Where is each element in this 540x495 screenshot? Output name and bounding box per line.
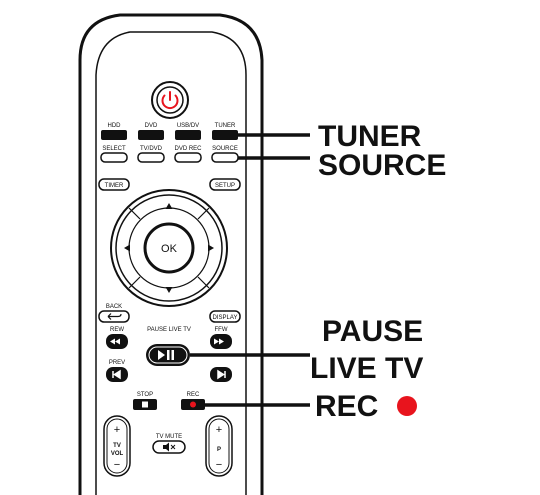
play-pause-icon-bar2 — [171, 350, 174, 360]
skip-previous-icon — [112, 369, 121, 380]
stop-icon — [142, 401, 148, 408]
mute-speaker-icon — [163, 442, 169, 452]
tv-vol-plus-icon: + — [114, 424, 120, 436]
ok-button[interactable] — [143, 222, 195, 274]
back-label: BACK — [106, 304, 122, 310]
nav-down-icon[interactable] — [165, 287, 173, 293]
dvd-rec-label: DVD REC — [174, 146, 202, 152]
tv-dvd-button[interactable] — [137, 152, 165, 163]
dvd-label: DVD — [145, 123, 158, 129]
power-icon — [161, 91, 179, 110]
tuner-button[interactable] — [212, 130, 238, 140]
navigation-pad[interactable] — [110, 189, 228, 307]
pause-callout-line1: PAUSE — [322, 315, 423, 348]
pause-callout-line2: LIVE TV — [310, 352, 423, 385]
rec-label: REC — [187, 392, 200, 398]
p-label: P — [217, 447, 221, 453]
rew-label: REW — [110, 327, 124, 333]
nav-right-icon[interactable] — [208, 244, 214, 252]
remote-body-inner-line — [95, 31, 247, 495]
setup-label: SETUP — [215, 183, 235, 189]
pause-live-tv-label: PAUSE LIVE TV — [147, 327, 191, 333]
select-label: SELECT — [102, 146, 126, 152]
tuner-callout: TUNER — [318, 120, 422, 153]
play-pause-icon-bar1 — [167, 350, 170, 360]
stop-label: STOP — [137, 392, 153, 398]
p-minus-icon: − — [216, 459, 222, 471]
nav-up-icon[interactable] — [165, 203, 173, 209]
rec-callout: REC — [315, 390, 378, 423]
pause-live-tv-button-ring — [148, 346, 188, 364]
select-button[interactable] — [100, 152, 128, 163]
source-button[interactable] — [211, 152, 239, 163]
display-label: DISPLAY — [213, 315, 238, 321]
usb-dv-label: USB/DV — [177, 123, 199, 129]
rec-dot-icon — [190, 401, 196, 408]
rewind-icon — [110, 338, 120, 345]
skip-next-icon — [217, 369, 226, 380]
nav-left-icon[interactable] — [124, 244, 130, 252]
ok-label: OK — [161, 243, 178, 255]
tv-vol-tv-label: TV — [113, 443, 121, 449]
programme-rocker[interactable] — [205, 415, 233, 477]
p-plus-icon: + — [216, 424, 222, 436]
ffw-label: FFW — [215, 327, 228, 333]
play-pause-icon — [158, 350, 165, 360]
power-button[interactable] — [151, 81, 189, 119]
fast-forward-icon — [214, 338, 224, 345]
timer-button[interactable] — [98, 178, 130, 191]
source-label: SOURCE — [212, 146, 238, 152]
prev-label: PREV — [109, 360, 125, 366]
tv-vol-minus-icon: − — [114, 459, 120, 471]
usb-dv-button[interactable] — [175, 130, 201, 140]
tv-vol-vol-label: VOL — [111, 451, 124, 457]
dvd-rec-button[interactable] — [174, 152, 202, 163]
tv-dvd-label: TV/DVD — [140, 146, 163, 152]
back-arrow-icon — [107, 313, 122, 320]
rec-callout-dot-icon — [397, 396, 417, 416]
dvd-button[interactable] — [138, 130, 164, 140]
source-callout: SOURCE — [318, 149, 446, 182]
tv-vol-rocker[interactable] — [103, 415, 131, 477]
hdd-button[interactable] — [101, 130, 127, 140]
timer-label: TIMER — [105, 183, 124, 189]
tv-mute-label: TV MUTE — [156, 434, 182, 440]
hdd-label: HDD — [108, 123, 122, 129]
mute-cross-icon — [170, 444, 176, 450]
setup-button[interactable] — [209, 178, 241, 191]
tuner-label: TUNER — [215, 123, 236, 129]
display-button[interactable] — [209, 310, 241, 323]
